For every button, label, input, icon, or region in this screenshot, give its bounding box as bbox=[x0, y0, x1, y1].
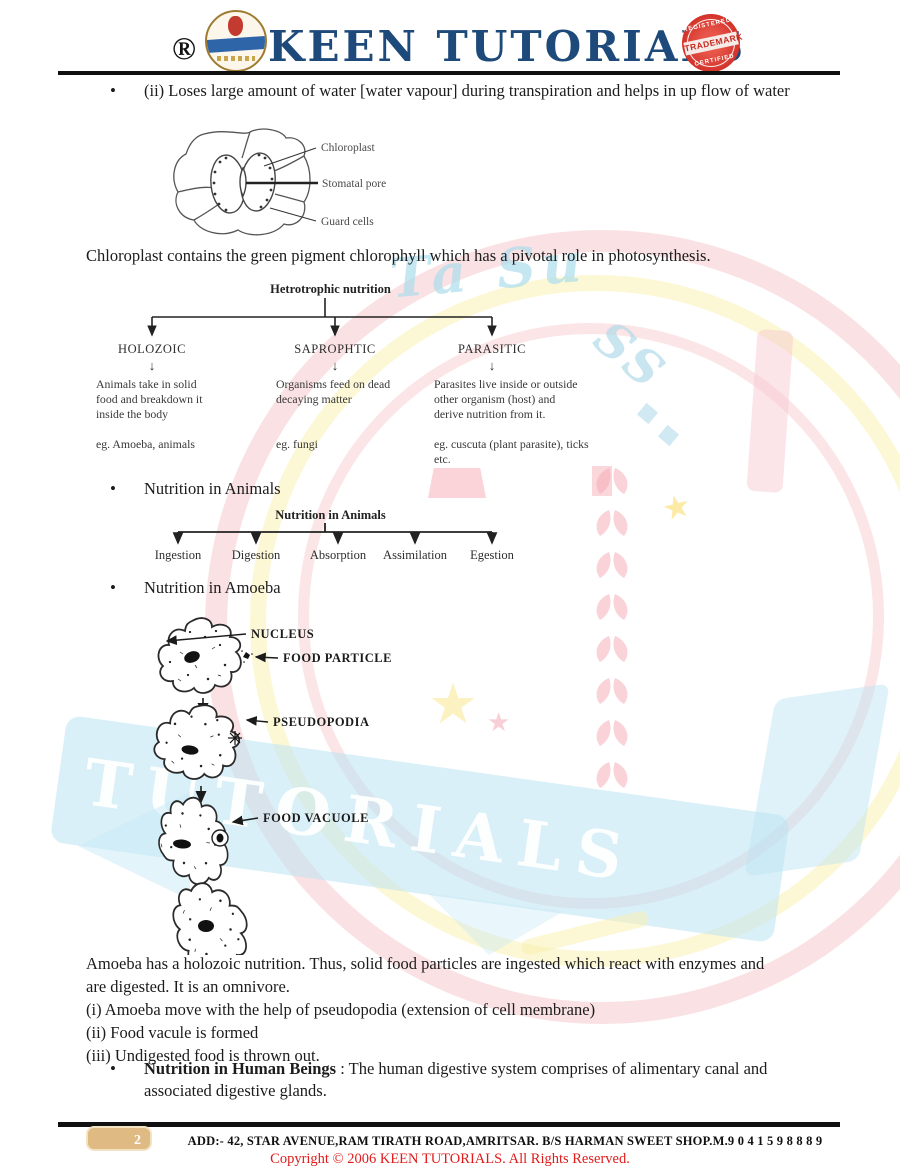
bullet-icon: • bbox=[110, 1059, 116, 1078]
stage-egestion: Egestion bbox=[470, 548, 514, 562]
down-arrow-icon: ↓ bbox=[331, 358, 339, 373]
amoeba-text-line: (iii) Undigested food is thrown out. bbox=[86, 1046, 320, 1065]
watermark-star-icon: ★ bbox=[487, 708, 511, 738]
amoeba-text-line: Amoeba has a holozoic nutrition. Thus, s… bbox=[86, 954, 765, 996]
bullet-text-rest: : The human digestive system comprises o… bbox=[144, 1059, 768, 1100]
amoeba-nutrition-diagram: NUCLEUS FOOD PARTICLE PSEUDOPODIA FOOD bbox=[146, 617, 392, 955]
bullet-text: (ii) Loses large amount of water [water … bbox=[144, 81, 790, 100]
logo-banner-icon bbox=[207, 35, 265, 54]
bullet-text-bold: Nutrition in Human Beings bbox=[144, 1059, 337, 1078]
bullet-text: Nutrition in Amoeba bbox=[144, 578, 281, 597]
branch-saprophtic-desc: Organisms feed on dead decaying matter bbox=[276, 377, 391, 406]
paragraph-chloroplast: Chloroplast contains the green pigment c… bbox=[86, 246, 711, 265]
amoeba-stage-1: NUCLEUS FOOD PARTICLE bbox=[157, 617, 392, 694]
amoeba-text-line: (i) Amoeba move with the help of pseudop… bbox=[86, 1000, 596, 1019]
flowchart-connectors bbox=[147, 298, 497, 337]
stage-absorption: Absorption bbox=[309, 548, 367, 562]
amoeba-stage-3: FOOD VACUOLE bbox=[151, 792, 369, 891]
footer-address: ADD:- 42, STAR AVENUE,RAM TIRATH ROAD,AM… bbox=[187, 1134, 823, 1148]
branch-parasitic-example: eg. cuscuta (plant parasite), ticks etc. bbox=[434, 437, 589, 466]
watermark-patch bbox=[592, 466, 612, 496]
watermark-square bbox=[657, 424, 680, 447]
watermark-star-icon: ★ bbox=[657, 485, 695, 529]
watermark-swish bbox=[519, 909, 651, 957]
stomata-diagram: Chloroplast Stomatal pore Guard cells bbox=[173, 128, 386, 236]
stomata-label-chloroplast: Chloroplast bbox=[321, 142, 375, 154]
animals-flowchart: Nutrition in Animals Ingestion Digestion… bbox=[88, 508, 573, 570]
bullet-item-amoeba: • Nutrition in Amoeba bbox=[110, 577, 281, 599]
branch-holozoic: HOLOZOIC bbox=[118, 342, 186, 356]
amoeba-label-pseudopodia: PSEUDOPODIA bbox=[273, 715, 369, 729]
flowchart-title: Hetrotrophic nutrition bbox=[270, 282, 391, 296]
bullet-item-transpiration: • (ii) Loses large amount of water [wate… bbox=[110, 80, 814, 102]
branch-saprophtic: SAPROPHTIC bbox=[294, 342, 376, 356]
registered-trademark-icon: ® bbox=[172, 30, 196, 66]
stomata-label-guard-cells: Guard cells bbox=[321, 216, 374, 228]
footer-divider bbox=[58, 1122, 840, 1127]
branch-holozoic-example: eg. Amoeba, animals bbox=[96, 437, 195, 451]
amoeba-stage-2: PSEUDOPODIA bbox=[146, 693, 369, 790]
branch-saprophtic-example: eg. fungi bbox=[276, 437, 318, 451]
footer-copyright: Copyright © 2006 KEEN TUTORIALS. All Rig… bbox=[270, 1151, 630, 1167]
amoeba-label-nucleus: NUCLEUS bbox=[251, 627, 314, 641]
bullet-icon: • bbox=[110, 578, 116, 597]
logo-emblem-icon bbox=[228, 16, 243, 36]
bullet-text: Nutrition in Human Beings : The human di… bbox=[144, 1058, 789, 1102]
amoeba-text-line: (ii) Food vacule is formed bbox=[86, 1023, 259, 1042]
watermark-square bbox=[636, 402, 659, 425]
watermark-banner-tail bbox=[744, 683, 890, 877]
bullet-text: Nutrition in Animals bbox=[144, 479, 281, 498]
amoeba-label-food-vacuole: FOOD VACUOLE bbox=[263, 811, 369, 825]
chloroplast-dots bbox=[212, 153, 274, 212]
watermark-wheat-icon bbox=[596, 468, 628, 788]
brand-title: KEEN TUTORIALS bbox=[268, 22, 747, 71]
down-arrow-icon: ↓ bbox=[148, 358, 156, 373]
branch-parasitic: PARASITIC bbox=[458, 342, 526, 356]
down-arrow-icon: ↓ bbox=[488, 358, 496, 373]
branch-parasitic-desc: Parasites live inside or outside other o… bbox=[434, 377, 578, 421]
header-divider bbox=[58, 71, 840, 75]
stage-assimilation: Assimilation bbox=[383, 548, 447, 562]
flowchart-connectors bbox=[172, 523, 498, 545]
stage-ingestion: Ingestion bbox=[154, 548, 202, 562]
heterotrophic-flowchart: Hetrotrophic nutrition HOLOZOIC SAPROPHT… bbox=[88, 282, 589, 482]
keen-tutorials-logo-icon bbox=[205, 10, 267, 72]
flowchart-title: Nutrition in Animals bbox=[275, 508, 386, 522]
bullet-icon: • bbox=[110, 81, 116, 100]
bullet-icon: • bbox=[110, 479, 116, 498]
bullet-item-human: • Nutrition in Human Beings : The human … bbox=[110, 1058, 789, 1102]
page-number-badge: 2 bbox=[86, 1126, 152, 1151]
amoeba-label-food-particle: FOOD PARTICLE bbox=[283, 651, 392, 665]
amoeba-stage-4 bbox=[164, 873, 259, 955]
stamp-middle-text: TRADEMARK bbox=[683, 31, 744, 56]
branch-holozoic-desc: Animals take in solid food and breakdown… bbox=[96, 377, 203, 421]
watermark-monogram: SS bbox=[582, 310, 678, 402]
watermark-ribbon-band bbox=[746, 328, 794, 494]
stamp-top-text: REGISTERED bbox=[682, 17, 732, 34]
paragraph-amoeba: Amoeba has a holozoic nutrition. Thus, s… bbox=[86, 952, 786, 1067]
stomata-label-pore: Stomatal pore bbox=[322, 178, 386, 190]
bullet-item-animals: • Nutrition in Animals bbox=[110, 478, 281, 500]
logo-ornament-icon bbox=[217, 56, 255, 61]
